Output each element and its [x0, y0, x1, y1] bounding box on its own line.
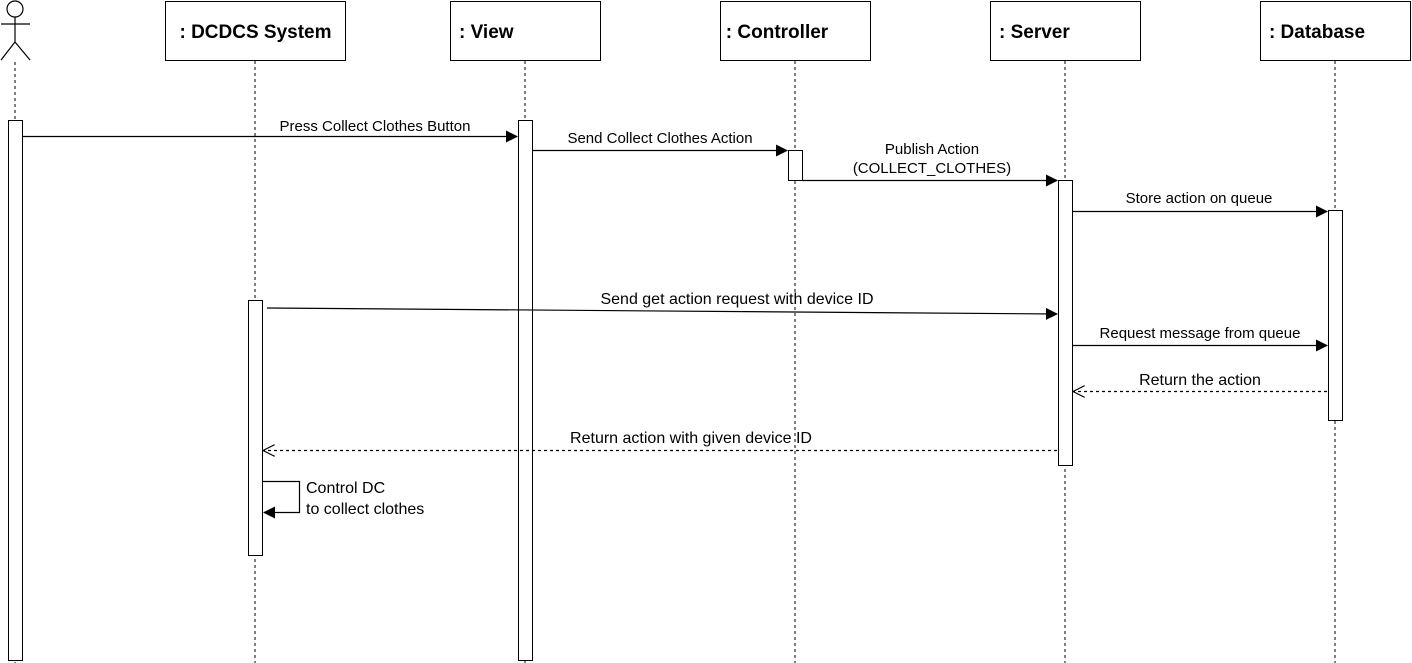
message-store-action-label: Store action on queue: [1126, 190, 1273, 207]
dcdcs-system-activation: [248, 300, 263, 556]
controller-label: : Controller: [726, 22, 829, 43]
database-label: : Database: [1269, 22, 1365, 43]
message-send-get-action: Send get action request with device ID: [266, 291, 1058, 320]
message-return-action-device-label: Return action with given device ID: [570, 430, 812, 447]
actor-activation: [8, 120, 23, 661]
message-press-collect-label: Press Collect Clothes Button: [280, 118, 471, 135]
message-send-collect-action: Send Collect Clothes Action: [533, 130, 788, 157]
dcdcs-system-head: [165, 1, 346, 61]
participant-server: : Server: [990, 1, 1141, 663]
message-control-dc-label-line2: to collect clothes: [306, 501, 424, 518]
participant-database: : Database: [1260, 1, 1411, 663]
view-head: [450, 1, 601, 61]
message-request-message: Request message from queue: [1073, 325, 1328, 352]
message-publish-action: Publish Action (COLLECT_CLOTHES): [803, 141, 1058, 187]
message-control-dc-label-line1: Control DC: [306, 480, 385, 497]
database-head: [1260, 1, 1411, 61]
controller-head: [720, 1, 871, 61]
message-request-message-label: Request message from queue: [1100, 325, 1301, 342]
message-send-get-action-arrow: [266, 307, 1058, 320]
message-control-dc-arrow: [263, 480, 301, 519]
message-publish-action-label-line2: (COLLECT_CLOTHES): [853, 160, 1011, 177]
message-return-the-action-label: Return the action: [1139, 372, 1261, 389]
message-send-get-action-label: Send get action request with device ID: [600, 291, 873, 308]
message-press-collect: Press Collect Clothes Button: [23, 118, 518, 143]
server-label: : Server: [999, 22, 1070, 43]
message-send-collect-action-label: Send Collect Clothes Action: [567, 130, 752, 147]
message-control-dc: Control DC to collect clothes: [263, 480, 424, 519]
participant-controller: : Controller: [720, 1, 871, 663]
server-head: [990, 1, 1141, 61]
message-return-action-device: Return action with given device ID: [264, 430, 1057, 451]
message-store-action: Store action on queue: [1073, 190, 1328, 218]
participant-dcdcs-system: : DCDCS System: [165, 1, 346, 663]
dcdcs-system-label: : DCDCS System: [179, 22, 331, 43]
view-activation: [518, 120, 533, 661]
view-label: : View: [459, 22, 514, 43]
message-return-the-action: Return the action: [1074, 372, 1327, 392]
message-publish-action-label-line1: Publish Action: [885, 141, 979, 158]
database-activation: [1328, 210, 1343, 421]
actor-icon: [0, 0, 31, 61]
controller-activation: [788, 150, 803, 181]
participant-view: : View: [450, 1, 601, 663]
server-activation: [1058, 180, 1073, 466]
